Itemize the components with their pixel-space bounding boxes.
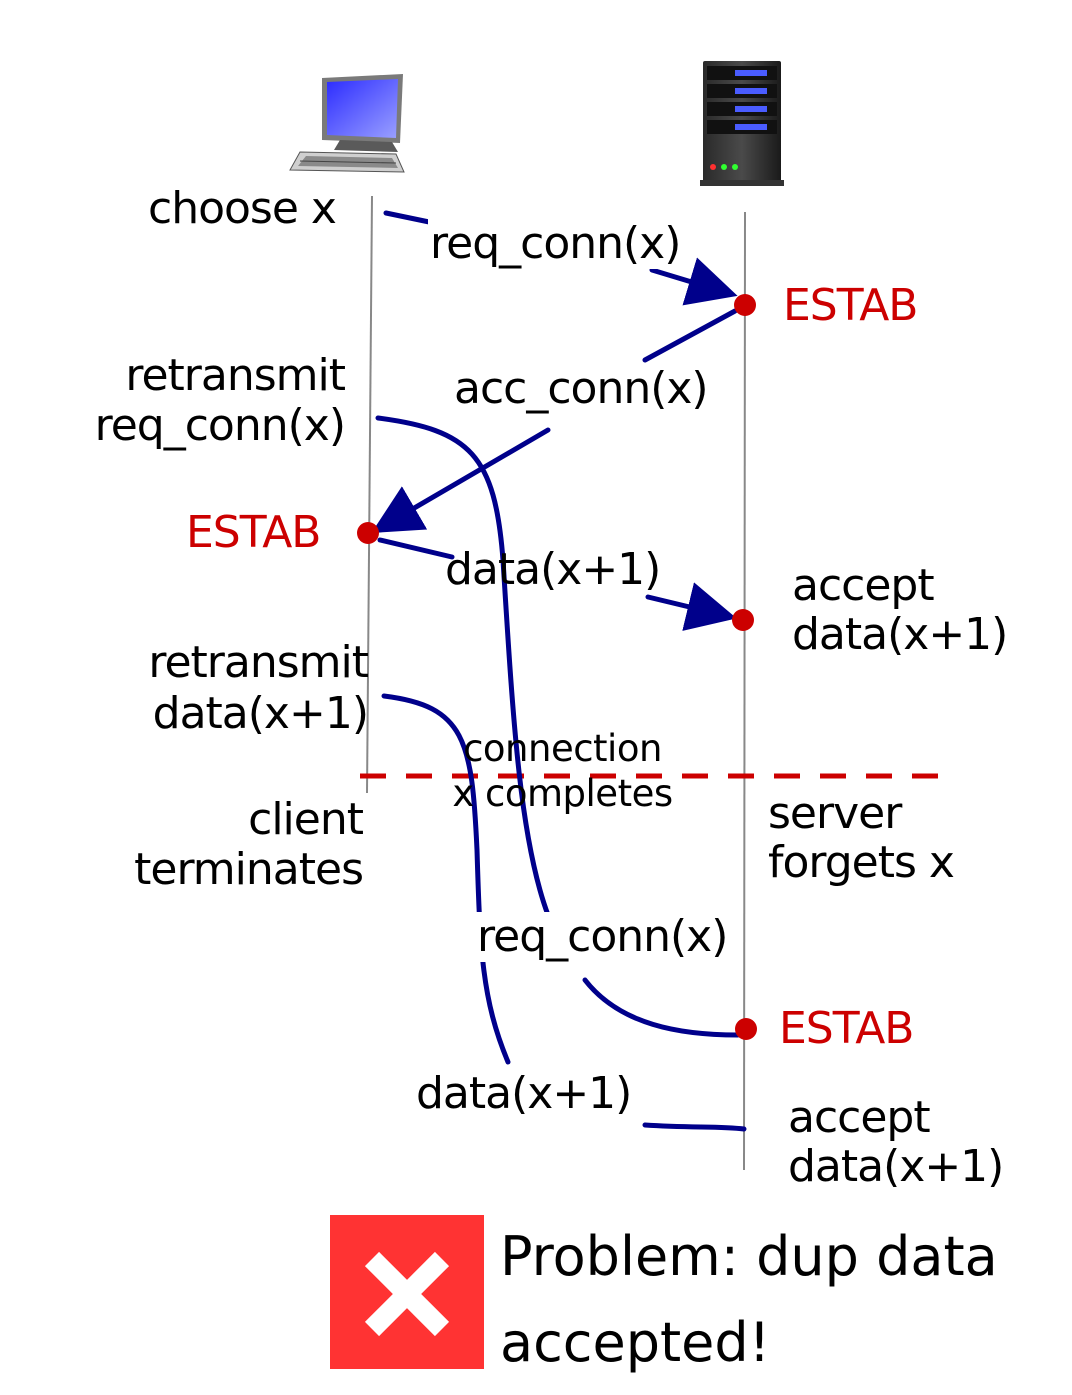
retransmit-data-curve <box>381 693 747 1132</box>
acc-conn-label: acc_conn(x) <box>452 363 710 414</box>
accept-label-2b: data(x+1) <box>788 1141 1004 1192</box>
estab-client-label: ESTAB <box>186 507 321 558</box>
retransmit-req-label-2: req_conn(x) <box>94 400 346 451</box>
problem-line-1: Problem: dup data <box>500 1225 998 1288</box>
client-terminates-label-2: terminates <box>134 844 364 895</box>
acc-conn-arrow <box>380 308 738 528</box>
data-arrow-1 <box>377 537 727 616</box>
server-icon <box>700 61 784 186</box>
estab-server-label-2: ESTAB <box>779 1003 914 1054</box>
retransmit-data-label-2: data(x+1) <box>152 688 369 739</box>
problem-line-2: accepted! <box>500 1311 771 1374</box>
server-timeline <box>743 211 746 1171</box>
accept-label-2a: accept <box>788 1092 931 1143</box>
estab-server-label-1: ESTAB <box>783 280 918 331</box>
accept-dot-1 <box>732 609 754 631</box>
client-terminates-label-1: client <box>248 794 364 845</box>
retransmit-req-conn-curve <box>375 415 741 1038</box>
client-computer-icon <box>289 74 405 173</box>
server-forgets-label-2: forgets x <box>768 837 955 888</box>
req-conn-label-1: req_conn(x) <box>428 218 683 269</box>
data-label-1: data(x+1) <box>445 544 661 595</box>
retransmit-req-label-1: retransmit <box>125 350 346 401</box>
choose-x-label: choose x <box>148 183 337 234</box>
accept-label-1b: data(x+1) <box>792 609 1008 660</box>
data-label-2: data(x+1) <box>414 1068 634 1119</box>
accept-label-1a: accept <box>792 560 935 611</box>
server-forgets-label-1: server <box>768 788 902 839</box>
problem-text: Problem: dup data accepted! <box>500 1214 998 1386</box>
estab-server-dot-1 <box>734 294 756 316</box>
req-conn-label-2: req_conn(x) <box>475 911 730 962</box>
estab-client-dot <box>357 522 379 544</box>
connection-completes-label-2: x completes <box>452 772 673 815</box>
estab-server-dot-2 <box>735 1018 757 1040</box>
connection-completes-label-1: connection <box>463 727 662 770</box>
retransmit-data-label-1: retransmit <box>148 637 369 688</box>
problem-x-icon <box>330 1215 484 1369</box>
